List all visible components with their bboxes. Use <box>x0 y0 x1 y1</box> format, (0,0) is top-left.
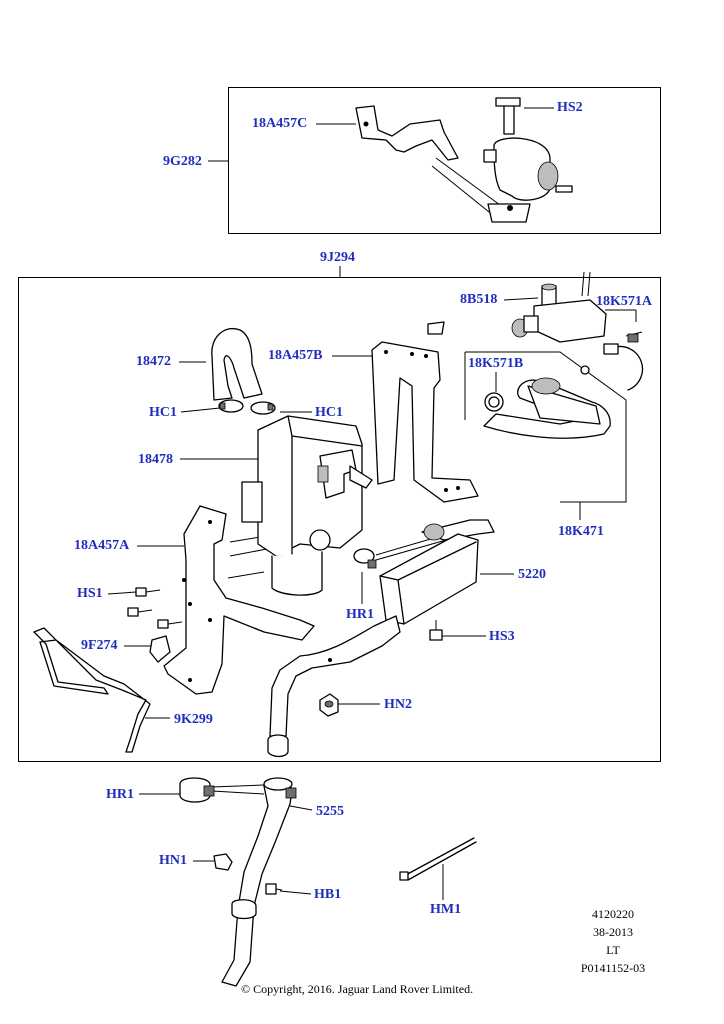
label-HR1-lower: HR1 <box>106 787 134 802</box>
label-5220: 5220 <box>518 567 546 582</box>
bolt-HB1-drawing <box>265 883 283 895</box>
clamp-HR1-drawing <box>353 548 377 569</box>
label-18A457B: 18A457B <box>268 348 323 363</box>
bracket-18A457A-drawing <box>163 505 315 695</box>
label-18K571B: 18K571B <box>468 356 524 371</box>
label-18478: 18478 <box>138 452 173 467</box>
pump-8B518-drawing <box>427 271 607 343</box>
reference-number: 4120220 <box>592 907 634 921</box>
cable-tie-HM1-drawing <box>399 837 477 881</box>
reference-illustration-id: P0141152-03 <box>580 961 646 975</box>
screw-HS3-drawing <box>429 620 443 641</box>
bracket-18A457B-drawing <box>371 341 479 503</box>
label-9F274: 9F274 <box>81 638 118 653</box>
label-9G282: 9G282 <box>163 154 202 169</box>
label-HR1-upper: HR1 <box>346 607 374 622</box>
pipe-9K299-drawing <box>33 627 151 753</box>
label-HC1-right: HC1 <box>315 405 343 420</box>
label-18472: 18472 <box>136 354 171 369</box>
nut-HN1-drawing <box>213 853 233 871</box>
label-HM1: HM1 <box>430 902 462 917</box>
clamp-HR1-lower-drawing <box>179 777 215 803</box>
hose-18K471-drawing <box>483 377 611 439</box>
label-HS1: HS1 <box>77 586 103 601</box>
assembly-frame-9J294 <box>18 277 661 762</box>
label-9K299: 9K299 <box>174 712 213 727</box>
label-18K471: 18K471 <box>558 524 604 539</box>
reference-date: 38-2013 <box>593 925 633 939</box>
copyright-notice: © Copyright, 2016. Jaguar Land Rover Lim… <box>241 982 474 996</box>
pipe-5255-drawing <box>221 777 297 987</box>
bracket-18A457C-drawing <box>355 105 459 161</box>
label-HB1: HB1 <box>314 887 342 902</box>
label-8B518: 8B518 <box>460 292 498 307</box>
label-HC1-left: HC1 <box>149 405 177 420</box>
silencer-5220-drawing <box>267 519 495 758</box>
label-18A457A: 18A457A <box>74 538 130 553</box>
label-18K571A: 18K571A <box>596 294 652 309</box>
label-HS3: HS3 <box>489 629 515 644</box>
hose-18472-drawing <box>211 328 263 401</box>
assembly-frame-9G282 <box>228 87 661 234</box>
clamp-18K571A-drawing <box>580 331 644 391</box>
clamps-HC1-drawing <box>218 399 276 415</box>
clip-9F274-drawing <box>149 635 171 663</box>
reference-code: LT <box>606 943 620 957</box>
label-HS2: HS2 <box>557 100 583 115</box>
screws-HS1-drawing <box>127 587 183 629</box>
label-HN1: HN1 <box>159 853 187 868</box>
label-18A457C: 18A457C <box>252 116 308 131</box>
heater-18478-drawing <box>241 415 373 596</box>
label-9J294: 9J294 <box>320 250 355 265</box>
sub-group-outline-18K471 <box>464 351 627 503</box>
label-HN2: HN2 <box>384 697 412 712</box>
nut-HN2-drawing <box>319 693 339 717</box>
label-5255: 5255 <box>316 804 344 819</box>
valve-drawing <box>483 97 573 223</box>
